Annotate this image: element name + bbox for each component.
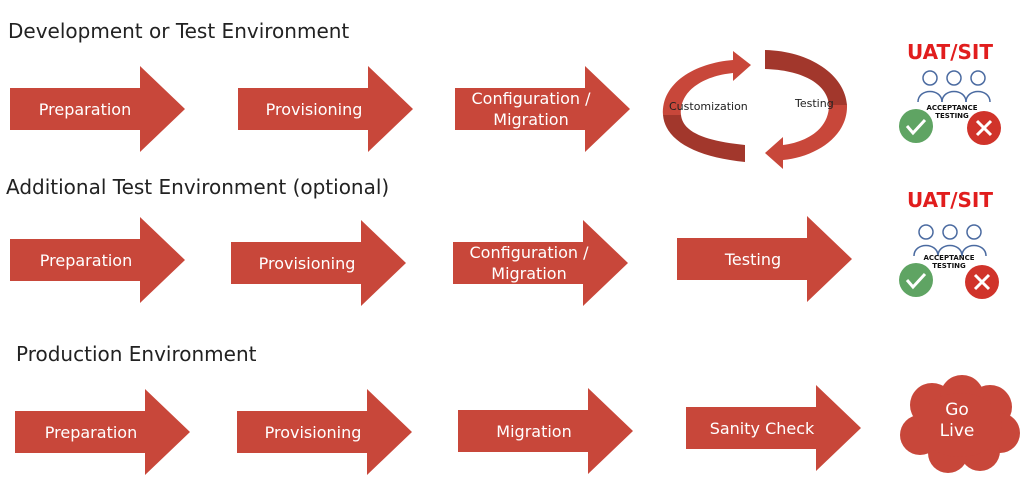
additional-heading: Additional Test Environment (optional): [6, 175, 390, 199]
acceptance-label: ACCEPTANCE TESTING: [926, 104, 978, 120]
step-arrow: Provisioning: [238, 66, 413, 152]
step-arrow: Provisioning: [231, 220, 406, 306]
go-live-label: Go Live: [939, 400, 975, 441]
uat-title: UAT/SIT: [907, 188, 993, 212]
step-label: Configuration / Migration: [471, 89, 591, 129]
uat-block: ACCEPTANCE TESTING: [898, 222, 1008, 302]
acceptance-label: ACCEPTANCE TESTING: [923, 254, 975, 270]
step-label: Provisioning: [258, 253, 356, 273]
people-icon: [913, 224, 987, 257]
step-label: Configuration / Migration: [469, 243, 589, 283]
x-icon: [965, 265, 999, 299]
dev-heading: Development or Test Environment: [8, 19, 350, 43]
step-label: Sanity Check: [709, 418, 815, 438]
step-label: Testing: [724, 249, 782, 269]
step-label: Migration: [496, 421, 572, 441]
check-icon: [899, 109, 933, 143]
cycle-left-label: Customization: [669, 100, 748, 113]
step-arrow: Testing: [677, 216, 852, 302]
cloud-icon: [900, 375, 1020, 473]
step-label: Preparation: [38, 99, 132, 119]
step-arrow: Migration: [458, 388, 633, 474]
step-arrow: Sanity Check: [686, 385, 861, 471]
step-label: Preparation: [44, 422, 138, 442]
step-arrow: Preparation: [10, 217, 185, 303]
step-arrow: Preparation: [15, 389, 190, 475]
step-label: Preparation: [39, 250, 133, 270]
uat-block: ACCEPTANCE TESTING: [898, 68, 1008, 148]
go-live-cloud: Go Live: [898, 375, 1022, 473]
check-icon: [899, 263, 933, 297]
x-icon: [967, 111, 1001, 145]
cycle-arrows-icon: [662, 50, 848, 169]
uat-title: UAT/SIT: [907, 40, 993, 64]
step-label: Provisioning: [265, 99, 363, 119]
step-arrow: Provisioning: [237, 389, 412, 475]
prod-heading: Production Environment: [16, 342, 257, 366]
step-arrow: Configuration / Migration: [455, 66, 630, 152]
step-arrow: Configuration / Migration: [453, 220, 628, 306]
step-arrow: Preparation: [10, 66, 185, 152]
cycle-right-label: Testing: [795, 97, 834, 110]
people-icon: [917, 70, 991, 103]
cycle-diagram: Customization Testing: [655, 45, 850, 170]
step-label: Provisioning: [264, 422, 362, 442]
